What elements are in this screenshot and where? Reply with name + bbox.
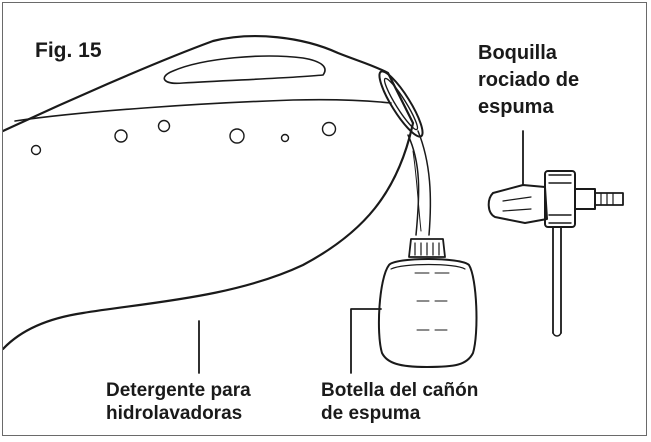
jug-bubble-icon	[30, 144, 42, 156]
illustration	[3, 35, 624, 374]
bottle-label-line1: Botella del cañón	[321, 380, 479, 401]
nozzle-label-line2: rociado de	[478, 69, 580, 91]
jug-bubble-icon	[229, 128, 245, 144]
nozzle-label: Boquilla rociado de espuma	[478, 40, 579, 121]
figure-label: Fig. 15	[35, 39, 102, 62]
figure-frame: Fig. 15 Boquilla rociado de espuma Deter…	[2, 2, 647, 436]
detergent-jug-icon	[3, 35, 424, 351]
bottle-label: Botella del cañón de espuma	[321, 379, 478, 425]
nozzle-label-line3: espuma	[478, 96, 554, 118]
foam-cannon-bottle-icon	[377, 238, 478, 368]
nozzle-label-line1: Boquilla	[478, 42, 557, 64]
foam-spray-nozzle-icon	[487, 170, 624, 337]
detergent-label-line2: hidrolavadoras	[106, 403, 243, 424]
jug-spout-icon	[378, 70, 424, 138]
jug-bubble-icon	[114, 129, 128, 143]
jug-bubble-icon	[321, 121, 337, 137]
detergent-label-line1: Detergente para	[106, 380, 251, 401]
pouring-stream-icon	[407, 130, 432, 236]
jug-bubble-icon	[157, 119, 171, 133]
leader-bottle	[350, 308, 382, 374]
bottle-label-line2: de espuma	[321, 403, 421, 424]
jug-bubble-icon	[280, 133, 290, 143]
detergent-label: Detergente para hidrolavadoras	[106, 379, 251, 425]
